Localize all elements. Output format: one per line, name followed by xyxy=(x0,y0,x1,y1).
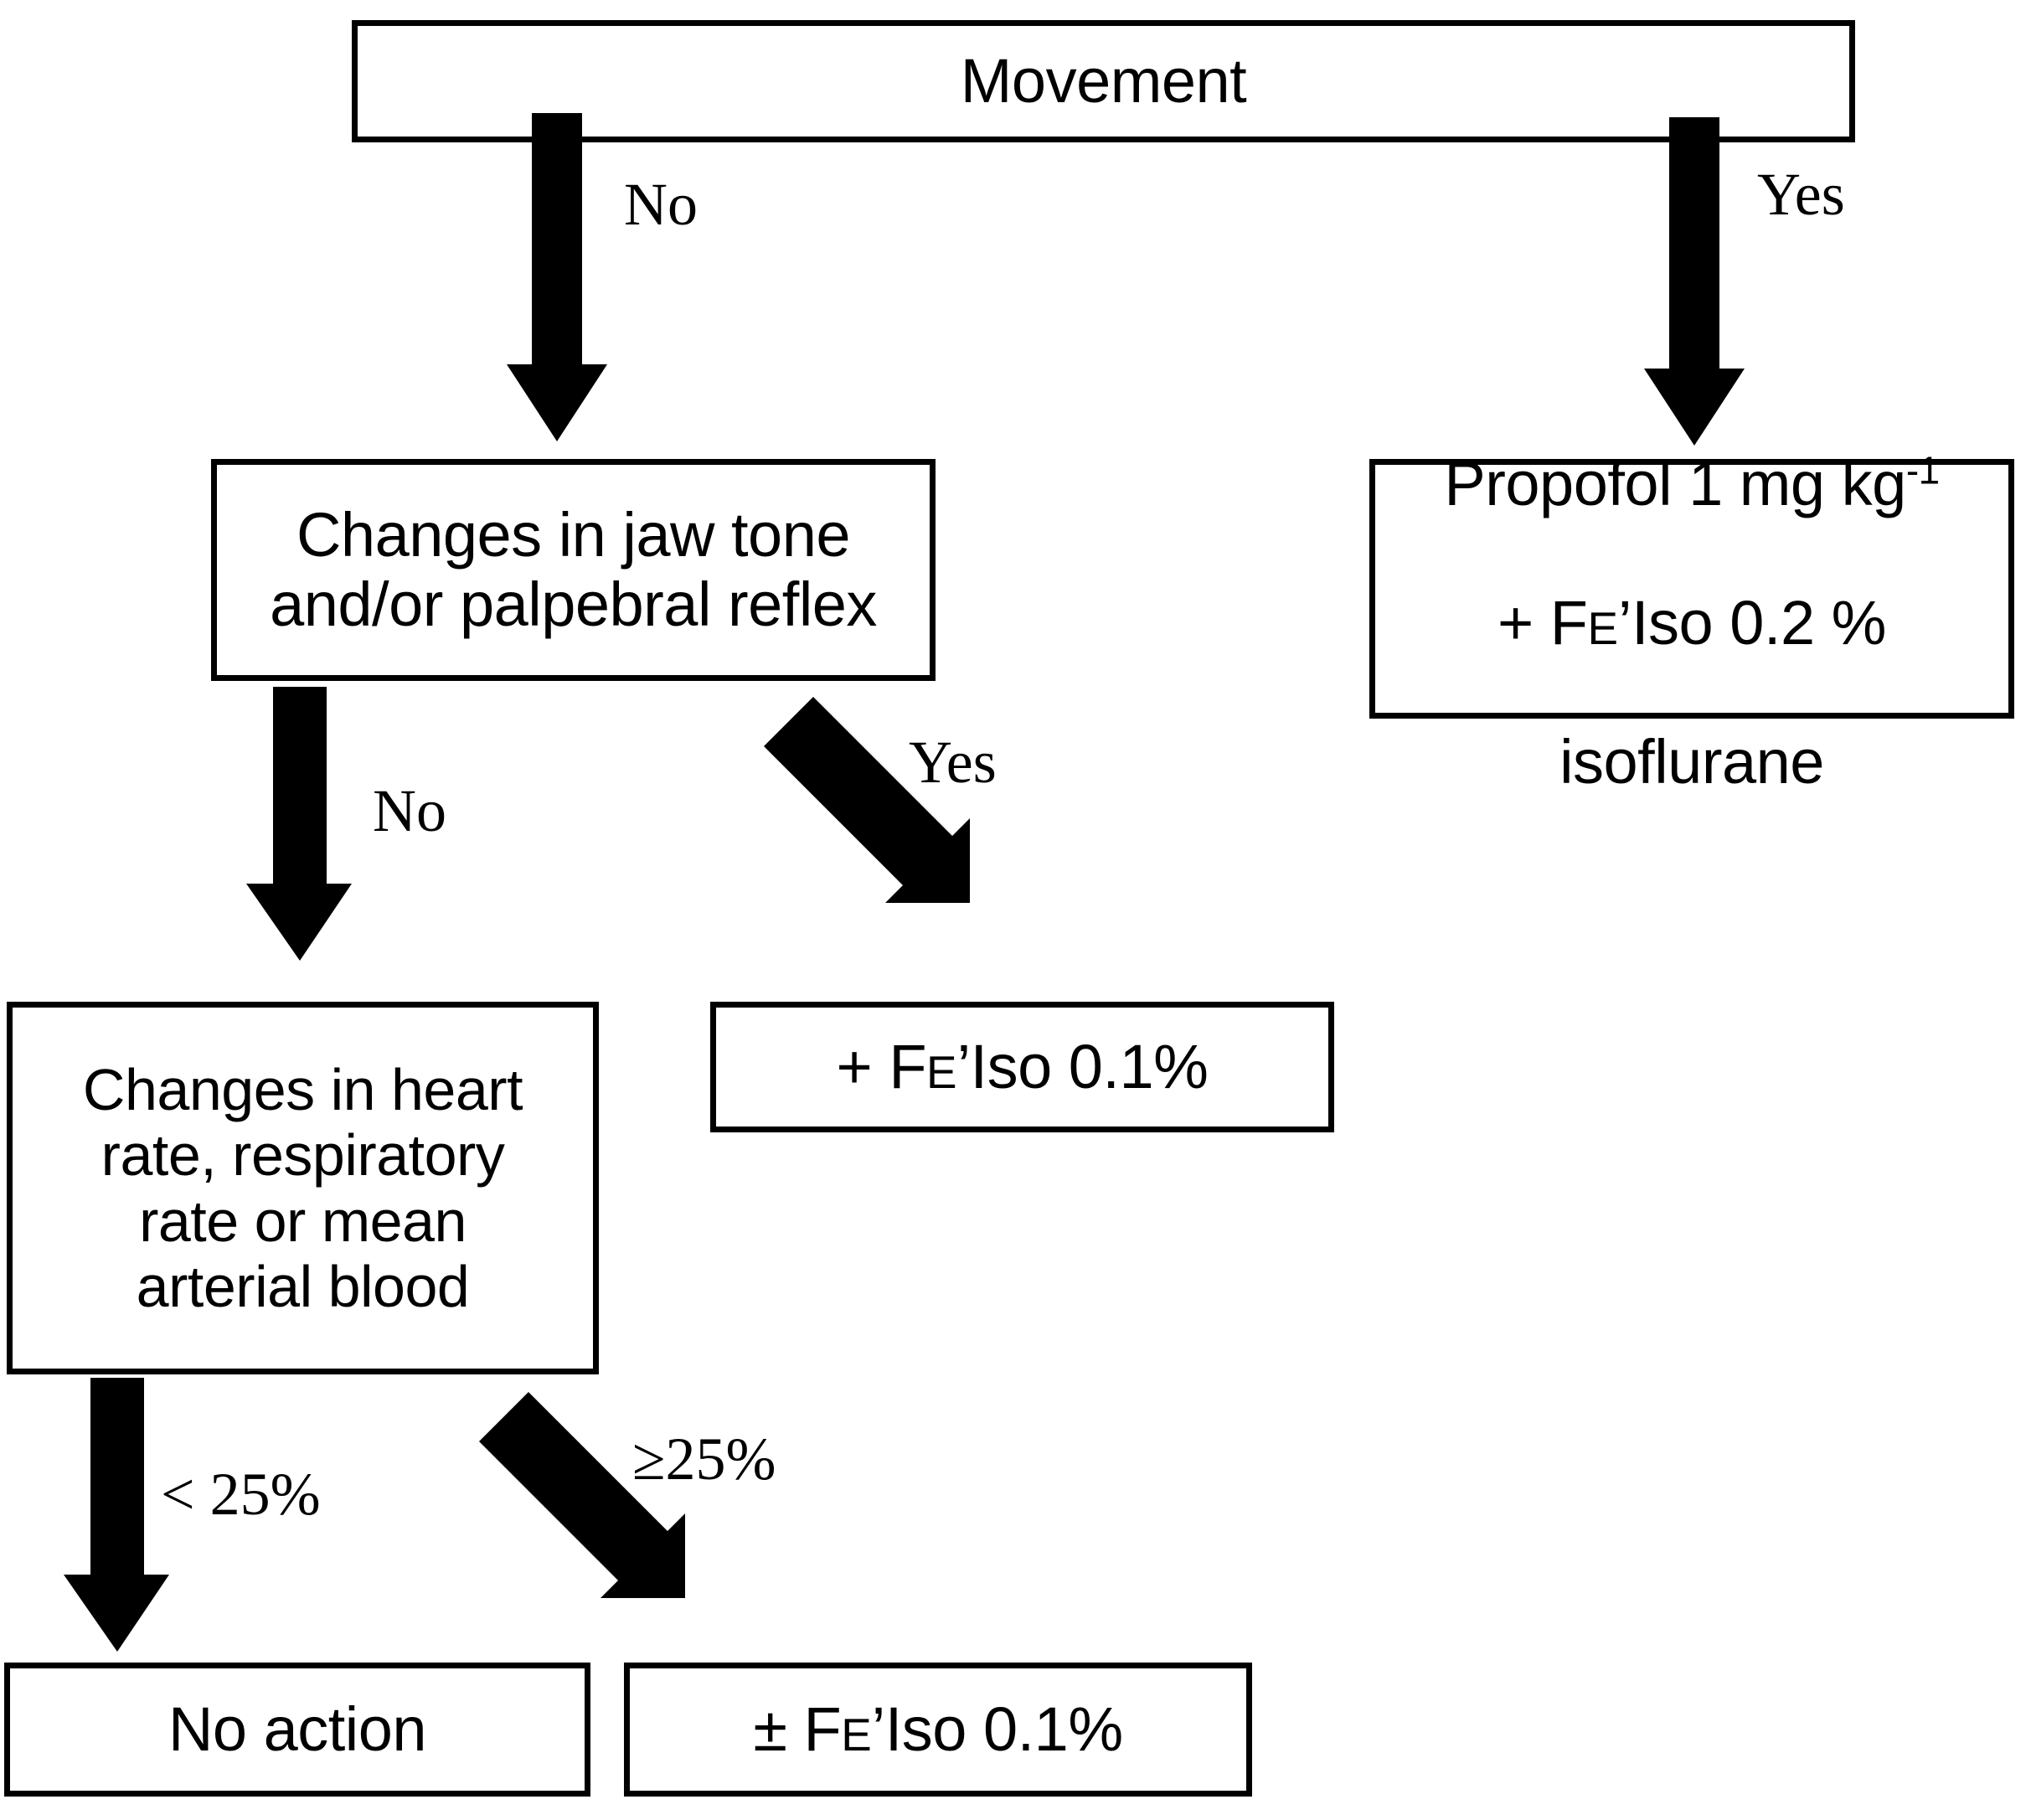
propofol-line-1: Propofol 1 mg kg-1 xyxy=(1444,448,1940,519)
edge-label-vitals-lt25: < 25% xyxy=(161,1461,321,1528)
arrow-vitals-gte25 xyxy=(479,1392,685,1598)
node-fe-iso-01-label: + FE’Iso 0.1% xyxy=(836,1031,1209,1101)
arrow-jaw-yes xyxy=(764,697,970,903)
edge-label-movement-yes: Yes xyxy=(1757,161,1845,228)
node-fe-iso-01[interactable]: + FE’Iso 0.1% xyxy=(710,1002,1334,1132)
node-propofol-label: Propofol 1 mg kg-1 + FE’Iso 0.2 % isoflu… xyxy=(1387,380,1997,797)
node-no-action[interactable]: No action xyxy=(4,1663,590,1797)
node-vitals[interactable]: Changes in heart rate, respiratory rate … xyxy=(7,1002,599,1374)
node-jaw-tone[interactable]: Changes in jaw tone and/or palpebral ref… xyxy=(211,459,936,681)
node-pm-fe-iso-01[interactable]: ± FE’Iso 0.1% xyxy=(624,1663,1252,1797)
node-pm-fe-iso-01-label: ± FE’Iso 0.1% xyxy=(753,1694,1123,1764)
arrow-movement-no xyxy=(507,113,607,441)
arrow-movement-yes xyxy=(1644,117,1745,446)
pm-fe-iso-01-smallcap-e: E xyxy=(841,1708,872,1761)
arrow-jaw-no xyxy=(246,687,352,961)
edge-label-movement-no: No xyxy=(624,171,698,238)
propofol-smallcap-e: E xyxy=(1587,602,1619,654)
edge-label-jaw-no: No xyxy=(373,777,446,844)
arrow-vitals-lt25 xyxy=(64,1378,169,1652)
node-movement-label: Movement xyxy=(960,45,1247,116)
node-no-action-label: No action xyxy=(168,1694,427,1764)
edge-label-vitals-gte25: ≥25% xyxy=(632,1426,776,1493)
node-vitals-label: Changes in heart rate, respiratory rate … xyxy=(82,1056,523,1319)
edge-label-jaw-yes: Yes xyxy=(909,729,997,796)
propofol-superscript: -1 xyxy=(1905,448,1940,492)
propofol-line-2: + FE’Iso 0.2 % xyxy=(1497,588,1886,657)
node-propofol[interactable]: Propofol 1 mg kg-1 + FE’Iso 0.2 % isoflu… xyxy=(1369,449,2014,797)
fe-iso-01-smallcap-e: E xyxy=(926,1045,957,1098)
node-movement[interactable]: Movement xyxy=(352,20,1855,142)
node-jaw-tone-label: Changes in jaw tone and/or palpebral ref… xyxy=(270,499,877,639)
propofol-line-3: isoflurane xyxy=(1559,726,1824,797)
